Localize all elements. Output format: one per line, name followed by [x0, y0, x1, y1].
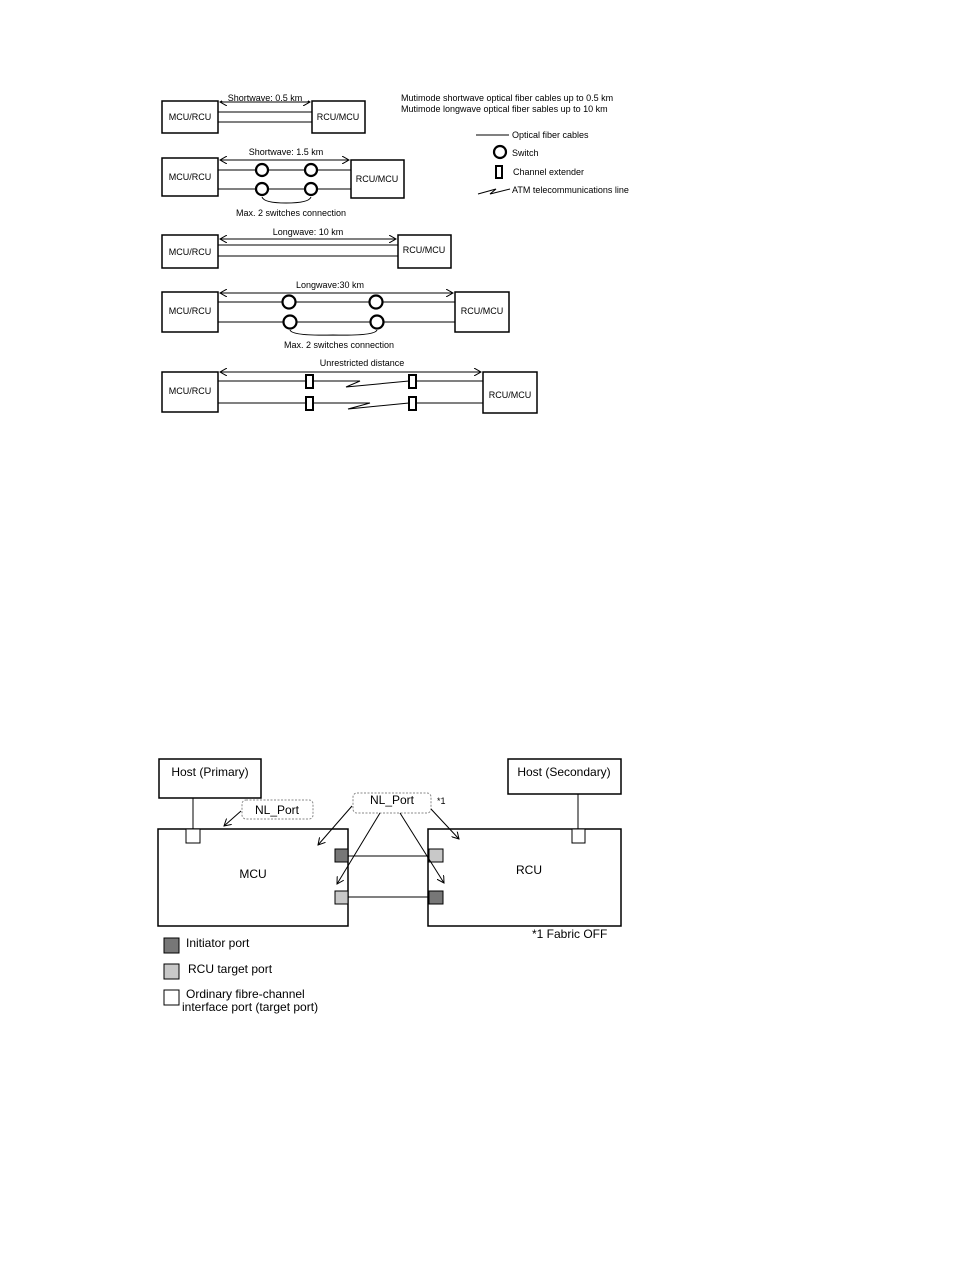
fiber-connection-figure: Mutimode shortwave optical fiber cables …: [161, 92, 629, 414]
legend-ordinary-label-line2: interface port (target port): [182, 1000, 318, 1014]
switch-limit-note: Max. 2 switches connection: [236, 208, 346, 218]
right-unit-box: [482, 371, 538, 414]
left-unit-box: [161, 291, 219, 333]
legend-note-longwave: Mutimode longwave optical fiber sables u…: [401, 104, 608, 114]
rcu-target-port-mcu: [334, 890, 349, 905]
initiator-port-rcu: [428, 890, 444, 905]
nl-port-callout-link: [352, 792, 432, 814]
channel-extender-icon: [408, 374, 417, 389]
switch-icon: [282, 314, 298, 330]
right-unit-label: RCU/MCU: [356, 174, 399, 184]
fiber-legend: Mutimode shortwave optical fiber cables …: [401, 93, 629, 195]
rcu-label: RCU: [516, 863, 542, 877]
host-primary-label: Host (Primary): [171, 765, 248, 779]
ordinary-port-swatch: [163, 989, 180, 1006]
left-unit-box: [161, 234, 219, 269]
footnote-mark: *1: [437, 796, 446, 806]
rcu-target-port-swatch: [163, 963, 180, 980]
nl-port-label-link: NL_Port: [370, 793, 415, 807]
connection-longwave-10km: MCU/RCU RCU/MCU Longwave: 10 km: [161, 227, 452, 269]
nl-port-pointer: [337, 812, 381, 884]
left-unit-box: [161, 371, 219, 413]
host-primary-box: [158, 758, 262, 799]
distance-label: Unrestricted distance: [320, 358, 405, 368]
atm-line-icon: [477, 188, 511, 195]
channel-extender-icon: [408, 396, 417, 411]
left-unit-label: MCU/RCU: [169, 172, 212, 182]
switch-brace: [289, 329, 378, 336]
channel-extender-icon: [305, 396, 314, 411]
distance-label: Longwave: 10 km: [273, 227, 344, 237]
connection-longwave-30km: MCU/RCU RCU/MCU Longwave:30 km Max. 2 sw…: [161, 280, 510, 350]
legend-switch-label: Switch: [512, 148, 539, 158]
legend-ordinary-label-line1: Ordinary fibre-channel: [186, 987, 305, 1001]
left-unit-box: [161, 157, 219, 197]
rcu-box: [427, 828, 622, 927]
right-unit-label: RCU/MCU: [461, 306, 504, 316]
footnote-fabric-off: *1 Fabric OFF: [532, 927, 607, 941]
legend-fiber-label: Optical fiber cables: [512, 130, 589, 140]
port-legend: Initiator port RCU target port Ordinary …: [163, 936, 318, 1014]
right-unit-label: RCU/MCU: [317, 112, 360, 122]
switch-icon: [254, 162, 270, 178]
mcu-box: [157, 828, 349, 927]
ordinary-port-mcu: [185, 828, 201, 844]
nl-port-pointer: [224, 810, 242, 826]
legend-atm-label: ATM telecommunications line: [512, 185, 629, 195]
left-unit-label: MCU/RCU: [169, 306, 212, 316]
nl-port-pointer: [318, 805, 353, 845]
left-unit-label: MCU/RCU: [169, 247, 212, 257]
switch-icon: [281, 294, 297, 310]
rcu-target-port-rcu: [428, 848, 444, 863]
distance-label: Shortwave: 1.5 km: [249, 147, 324, 157]
ordinary-port-rcu: [571, 828, 586, 844]
initiator-port-swatch: [163, 937, 180, 954]
connection-shortwave-15km: MCU/RCU RCU/MCU Shortwave: 1.5 km Max. 2…: [161, 147, 405, 218]
nl-port-callout-mcu: [241, 799, 314, 820]
right-unit-box: [454, 291, 510, 333]
right-unit-box: [311, 100, 366, 134]
left-unit-box: [161, 100, 219, 134]
atm-line: [313, 380, 410, 388]
host-secondary-box: [507, 758, 622, 795]
channel-extender-icon: [495, 165, 503, 179]
distance-label: Shortwave: 0.5 km: [228, 93, 303, 103]
switch-icon: [303, 162, 319, 178]
distance-label: Longwave:30 km: [296, 280, 364, 290]
switch-icon: [492, 144, 508, 160]
host-secondary-label: Host (Secondary): [517, 765, 610, 779]
left-unit-label: MCU/RCU: [169, 112, 212, 122]
connection-unrestricted: MCU/RCU RCU/MCU Unrestricted distance: [161, 358, 538, 414]
right-unit-box: [397, 234, 452, 269]
switch-brace: [261, 196, 312, 204]
left-unit-label: MCU/RCU: [169, 386, 212, 396]
switch-icon: [303, 181, 319, 197]
right-unit-box: [350, 159, 405, 199]
legend-rcu-target-label: RCU target port: [188, 962, 273, 976]
switch-icon: [254, 181, 270, 197]
switch-icon: [368, 294, 384, 310]
mcu-label: MCU: [239, 867, 266, 881]
right-unit-label: RCU/MCU: [403, 245, 446, 255]
nl-port-label-mcu: NL_Port: [255, 803, 300, 817]
nl-port-pointer: [399, 812, 444, 883]
legend-note-shortwave: Mutimode shortwave optical fiber cables …: [401, 93, 613, 103]
switch-limit-note: Max. 2 switches connection: [284, 340, 394, 350]
channel-extender-icon: [305, 374, 314, 389]
atm-line: [313, 402, 410, 410]
switch-icon: [369, 314, 385, 330]
nl-port-pointer: [430, 808, 459, 839]
right-unit-label: RCU/MCU: [489, 390, 532, 400]
legend-initiator-label: Initiator port: [186, 936, 250, 950]
nl-port-connection-figure: Host (Primary) Host (Secondary) MCU RCU …: [157, 758, 622, 1014]
initiator-port-mcu: [334, 848, 349, 863]
legend-extender-label: Channel extender: [513, 167, 584, 177]
connection-shortwave-05km: MCU/RCU RCU/MCU Shortwave: 0.5 km: [161, 92, 366, 134]
